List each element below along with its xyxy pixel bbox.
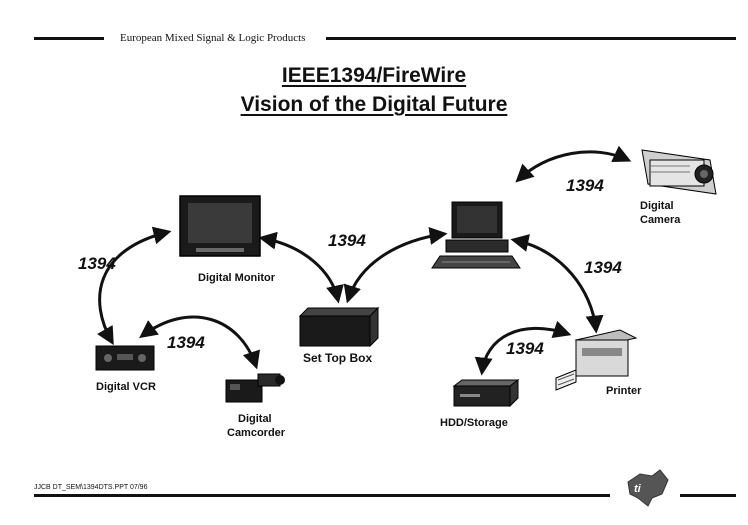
slide-title-line2: Vision of the Digital Future [240,93,508,116]
link-computer-camera [515,145,632,183]
label-digital-monitor: Digital Monitor [198,272,275,284]
link-label-vcr-camcorder: 1394 [167,333,205,352]
footer-rule-left [34,494,610,497]
computer-icon [431,201,521,269]
link-monitor-settop [258,231,344,304]
slide-title-line1: IEEE1394/FireWire [281,64,467,87]
link-settop-computer [343,227,448,304]
printer-icon [555,329,638,391]
label-camera-line2: Camera [640,214,681,226]
footer-rule-right [680,494,736,497]
company-name: European Mixed Signal & Logic Products [120,32,306,44]
hdd-icon [452,379,520,408]
label-camera-line1: Digital [640,200,674,212]
label-set-top-box: Set Top Box [303,351,373,365]
label-hdd-storage: HDD/Storage [440,417,508,429]
header-rule-left [34,37,104,40]
label-camcorder-line2: Camcorder [227,427,286,439]
link-printer-hdd [474,320,572,376]
link-computer-printer [510,234,604,334]
svg-text:ti: ti [634,483,642,495]
camera-icon [641,149,717,195]
vcr-icon [95,345,155,371]
link-label-monitor-vcr: 1394 [78,254,116,273]
link-label-monitor-settop: 1394 [328,231,366,250]
camcorder-icon [225,373,285,403]
header-rule-right [326,37,736,40]
label-printer: Printer [606,385,642,397]
ti-logo-icon: ti [627,469,669,507]
link-label-computer-printer: 1394 [584,258,622,277]
set-top-box-icon [298,306,380,348]
link-label-printer-hdd: 1394 [506,339,544,358]
footer-file-ref: JJCB DT_SEM\1394DTS.PPT 07/96 [34,484,148,491]
label-camcorder-line1: Digital [238,413,272,425]
link-monitor-vcr [97,226,172,346]
link-vcr-camcorder [139,315,260,370]
link-label-computer-camera: 1394 [566,176,604,195]
label-digital-vcr: Digital VCR [96,381,156,393]
monitor-icon [179,195,261,257]
